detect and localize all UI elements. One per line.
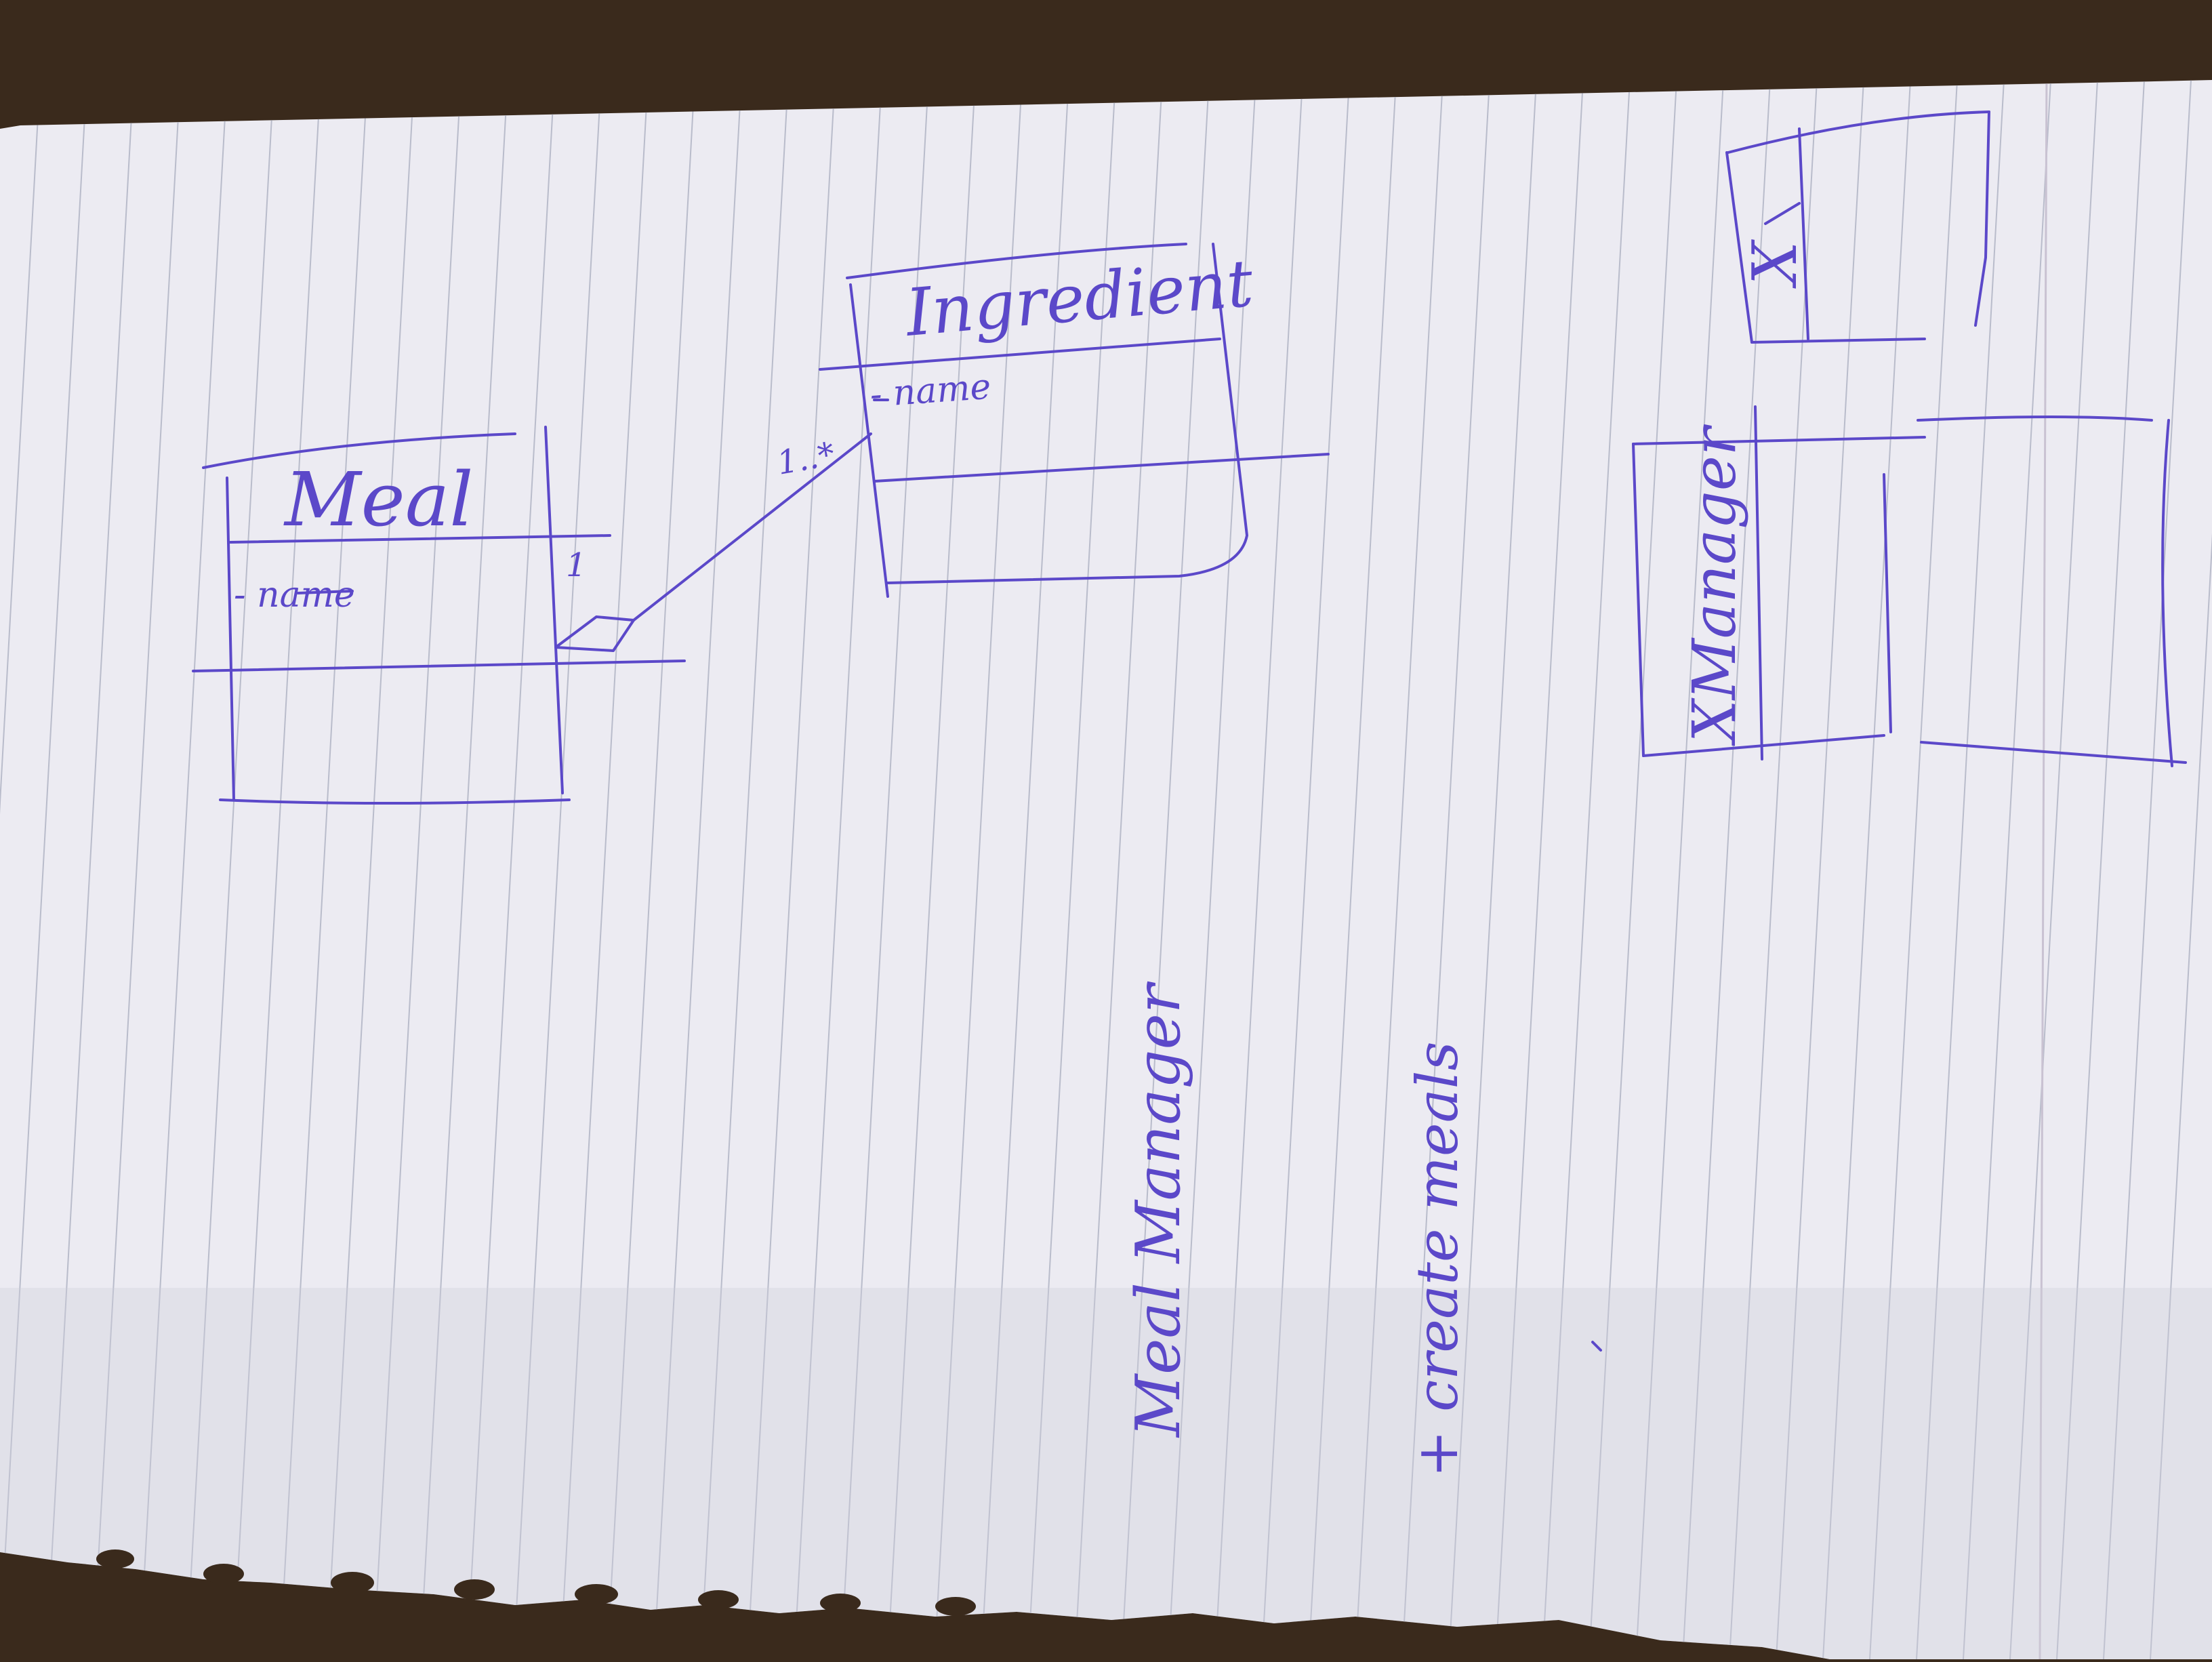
rule-line	[1401, 80, 1491, 1659]
rule-line	[981, 80, 1070, 1659]
x-manager-box	[1632, 405, 2187, 767]
rule-line	[1448, 80, 1538, 1659]
rule-line	[1635, 80, 1725, 1659]
paper-sheet	[0, 80, 2212, 1659]
meal-class-name: Meal	[283, 456, 474, 543]
ingredient-attribute: - name	[869, 367, 992, 416]
rule-line	[934, 80, 1023, 1659]
rule-line	[607, 80, 696, 1659]
rule-line	[92, 80, 182, 1659]
rule-line	[2103, 80, 2192, 1659]
rule-line	[1963, 80, 2052, 1659]
meal-attribute: - name	[234, 575, 355, 615]
rule-line	[1916, 80, 2005, 1659]
rule-line	[139, 80, 228, 1659]
rule-line	[1261, 80, 1351, 1659]
rule-line	[0, 80, 41, 1659]
rule-line	[1776, 80, 1865, 1659]
rule-line	[1355, 80, 1444, 1659]
rule-line	[326, 80, 415, 1659]
rule-line	[513, 80, 602, 1659]
rule-line	[45, 80, 135, 1659]
rule-line	[1308, 80, 1397, 1659]
rule-line	[232, 80, 322, 1659]
x-class-box	[1725, 110, 1990, 344]
rule-line	[279, 80, 369, 1659]
rule-line	[0, 80, 88, 1659]
rule-line	[1027, 80, 1117, 1659]
handwritten-labels: Meal - name 1 Ingredient - name 1..* Mea…	[234, 239, 1811, 1478]
rule-line	[1121, 80, 1210, 1659]
create-meals-note: + create meals	[1404, 1041, 1471, 1478]
rule-line	[700, 80, 790, 1659]
ingredient-class-box	[819, 243, 1330, 598]
rule-line	[747, 80, 836, 1659]
rule-line	[887, 80, 977, 1659]
rule-line	[1729, 80, 1818, 1659]
rule-line	[560, 80, 649, 1659]
torn-edge-holes	[96, 1549, 976, 1616]
rule-line	[1214, 80, 1304, 1659]
association-line	[554, 432, 872, 652]
rule-line	[1542, 80, 1631, 1659]
rule-line	[466, 80, 556, 1659]
rule-line	[373, 80, 462, 1659]
rule-line	[186, 80, 275, 1659]
rule-line	[794, 80, 883, 1659]
rule-line	[1589, 80, 1678, 1659]
rule-line	[840, 80, 930, 1659]
rule-line	[1822, 80, 1912, 1659]
margin-line	[2039, 80, 2048, 1659]
rule-line	[2150, 80, 2212, 1659]
rule-line	[419, 80, 509, 1659]
rule-line	[653, 80, 743, 1659]
x-manager-name: XManager	[1679, 424, 1749, 746]
ink-drawing	[192, 110, 2187, 1352]
rule-line	[1869, 80, 1959, 1659]
rule-line	[1495, 80, 1584, 1659]
meal-multiplicity: 1	[566, 546, 587, 584]
paper-shading	[0, 1288, 2212, 1659]
rule-line	[2009, 80, 2099, 1659]
meal-manager-note: Meal Manager	[1123, 981, 1194, 1438]
x-class-name: X	[1740, 239, 1811, 289]
ruled-lines	[0, 80, 2212, 1659]
stray-mark	[1591, 1341, 1602, 1352]
meal-class-box	[192, 426, 686, 805]
rule-line	[2056, 80, 2146, 1659]
rule-line	[1682, 80, 1771, 1659]
rule-line	[1168, 80, 1257, 1659]
rule-line	[1074, 80, 1164, 1659]
